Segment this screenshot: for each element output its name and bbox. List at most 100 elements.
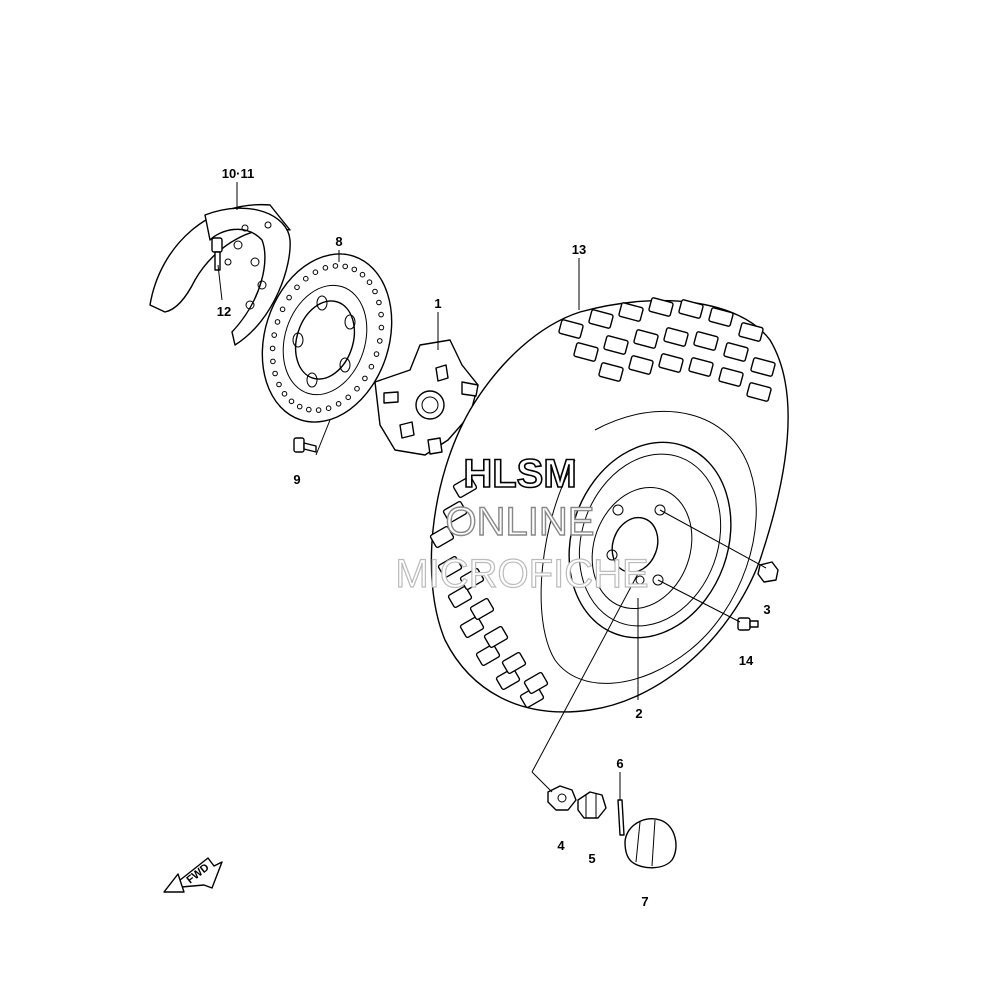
disc-perforation: [286, 294, 292, 301]
cover-bolt[interactable]: [211, 237, 223, 271]
wheel-rim[interactable]: [543, 419, 758, 660]
callout-4: 4: [557, 838, 565, 853]
disc-perforation: [368, 363, 375, 370]
disc-perforation: [378, 311, 384, 318]
disc-perforation: [345, 394, 352, 401]
tread-block: [495, 667, 521, 691]
tread-block: [523, 671, 549, 695]
disc-perforation: [362, 375, 368, 382]
tread-block: [688, 357, 714, 377]
tread-block: [718, 367, 744, 387]
watermark-line-3: MICROFICHE: [395, 552, 648, 596]
disc-bolt[interactable]: [293, 437, 317, 453]
tread-block: [750, 357, 776, 377]
watermark-line-1: HLSM: [463, 452, 576, 496]
tread-block: [588, 309, 614, 329]
watermark: HLSM ONLINE MICROFICHE: [395, 451, 650, 596]
disc-perforation: [271, 332, 278, 338]
disc-perforation: [373, 351, 380, 357]
disc-perforation: [325, 405, 332, 412]
disc-perforation: [312, 269, 319, 276]
lock-washer[interactable]: [547, 785, 577, 811]
disc-perforation: [372, 288, 378, 295]
callout-2: 2: [635, 706, 642, 721]
tread-block: [598, 362, 624, 382]
callout-7: 7: [641, 894, 648, 909]
callout-5: 5: [588, 851, 595, 866]
watermark-line-2: ONLINE: [446, 500, 595, 544]
disc-perforation: [276, 381, 282, 388]
tread-block: [658, 353, 684, 373]
tread-block: [437, 555, 463, 579]
castle-nut[interactable]: [577, 791, 607, 819]
wheel-hub[interactable]: [374, 339, 479, 456]
disc-perforation: [270, 358, 276, 365]
disc-perforation: [288, 398, 295, 405]
tread-block: [573, 342, 599, 362]
disc-perforation: [279, 306, 286, 313]
tread-block: [663, 327, 689, 347]
tread-block: [678, 299, 704, 319]
disc-perforation: [315, 407, 322, 413]
brake-disc-cover[interactable]: [149, 203, 291, 346]
tread-block: [459, 567, 485, 591]
tread-block: [469, 597, 495, 621]
disc-perforation: [351, 266, 358, 273]
leader-lines: [217, 182, 767, 800]
tread-block: [459, 615, 485, 639]
brake-disc[interactable]: [241, 237, 412, 439]
cotter-pin[interactable]: [617, 799, 625, 836]
tread-block: [693, 331, 719, 351]
callout-8: 8: [335, 234, 342, 249]
disc-perforation: [377, 338, 383, 344]
tread-block: [452, 475, 478, 499]
tread-block: [648, 297, 674, 317]
callout-13: 13: [572, 242, 586, 257]
disc-perforation: [303, 275, 309, 282]
disc-perforation: [272, 370, 278, 377]
disc-perforation: [294, 284, 300, 291]
tread-block: [738, 322, 764, 342]
tread-block: [618, 302, 644, 322]
disc-perforation: [359, 271, 366, 278]
tread-block: [483, 625, 509, 649]
disc-perforation: [306, 406, 312, 413]
callout-6: 6: [616, 756, 623, 771]
disc-perforation: [332, 263, 339, 269]
disc-perforation: [281, 391, 288, 397]
disc-perforation: [366, 279, 373, 286]
callout-14: 14: [739, 653, 754, 668]
callout-1: 1: [434, 296, 441, 311]
disc-perforation: [378, 324, 385, 331]
callout-9: 9: [293, 472, 300, 487]
disc-perforation: [354, 385, 360, 392]
tread-block: [603, 335, 629, 355]
tread-block: [558, 319, 584, 339]
wheel-nut[interactable]: [757, 561, 779, 583]
tread-block: [723, 342, 749, 362]
forward-direction-arrow: FWD: [163, 857, 223, 893]
hub-cap[interactable]: [624, 818, 677, 869]
callout-10-11: 10·11: [222, 166, 255, 181]
disc-perforation: [269, 345, 276, 352]
callout-3: 3: [763, 602, 770, 617]
callout-12: 12: [217, 304, 231, 319]
disc-perforation: [322, 265, 329, 271]
disc-perforation: [335, 401, 342, 407]
tread-block: [429, 525, 455, 549]
tread-block: [475, 643, 501, 667]
disc-perforation: [376, 299, 382, 306]
tread-block: [708, 307, 734, 327]
disc-perforation: [296, 403, 303, 410]
tread-block: [633, 329, 659, 349]
tread-block: [501, 651, 527, 675]
wheel-stud[interactable]: [737, 617, 759, 631]
tread-block: [746, 382, 772, 402]
tread-block: [447, 585, 473, 609]
disc-perforation: [274, 319, 281, 325]
disc-perforation: [342, 263, 349, 270]
tread-block: [628, 355, 654, 375]
tread-block: [442, 500, 468, 524]
